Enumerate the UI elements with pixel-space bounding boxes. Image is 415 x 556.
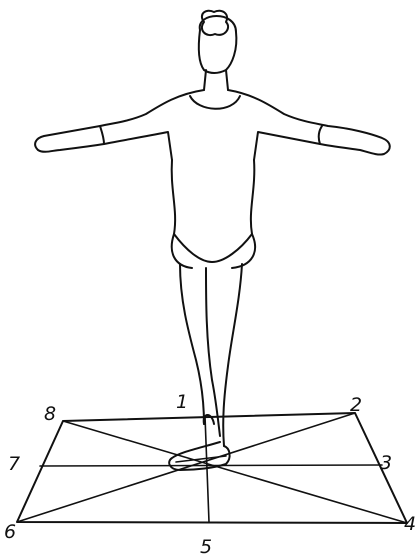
point-label-6: 6 bbox=[4, 521, 16, 543]
point-label-3: 3 bbox=[380, 452, 392, 474]
hair-bun bbox=[202, 11, 228, 35]
torso-right bbox=[251, 160, 254, 234]
point-label-5: 5 bbox=[200, 536, 212, 556]
right-arm bbox=[228, 90, 390, 160]
inner-legs bbox=[206, 268, 220, 436]
leotard-line bbox=[174, 234, 252, 262]
point-label-4: 4 bbox=[404, 513, 415, 535]
dancer-figure bbox=[35, 11, 390, 470]
floor-diagonal-2-6 bbox=[17, 413, 355, 522]
left-cuff bbox=[100, 126, 104, 144]
point-label-2: 2 bbox=[350, 394, 362, 416]
neckline bbox=[190, 96, 240, 109]
right-cuff bbox=[319, 126, 322, 144]
left-arm bbox=[35, 90, 204, 160]
right-leg bbox=[223, 264, 242, 446]
torso-left bbox=[172, 160, 175, 234]
point-label-7: 7 bbox=[8, 453, 20, 475]
point-label-8: 8 bbox=[44, 403, 56, 425]
floor-diagonal-8-4 bbox=[63, 421, 407, 523]
head bbox=[199, 16, 237, 73]
point-label-1: 1 bbox=[176, 391, 188, 413]
